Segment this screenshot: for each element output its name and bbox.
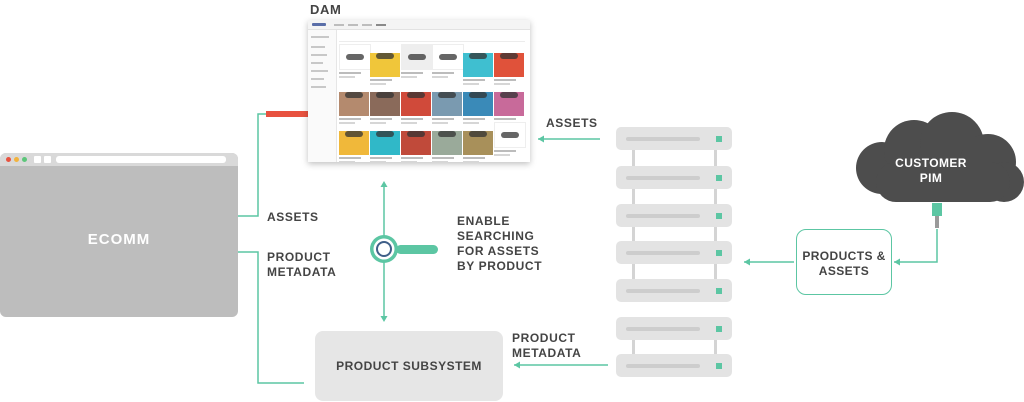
dam-title: DAM [310, 2, 342, 17]
asset-thumbnail [370, 122, 400, 163]
server-unit [616, 127, 732, 150]
assets-label-right: ASSETS [546, 116, 598, 130]
browser-toolbar [0, 153, 238, 166]
server-led-icon [716, 213, 722, 219]
maximize-dot-icon [22, 157, 27, 162]
product-subsystem-box: PRODUCT SUBSYSTEM [315, 331, 503, 401]
close-dot-icon [6, 157, 11, 162]
asset-thumbnail [432, 44, 464, 82]
asset-thumbnail [401, 122, 431, 163]
ecomm-browser-window: ECOMM [0, 153, 238, 317]
dam-link-bar [266, 111, 308, 117]
ecomm-to-dam-line [218, 113, 268, 217]
server-led-icon [716, 288, 722, 294]
pim-to-pa-line [894, 229, 938, 263]
server-led-icon [716, 136, 722, 142]
asset-thumbnail [339, 122, 369, 163]
asset-thumbnail [463, 44, 493, 85]
asset-thumbnail [494, 83, 524, 124]
product-metadata-label-right: PRODUCT METADATA [512, 331, 582, 360]
product-subsystem-label: PRODUCT SUBSYSTEM [336, 359, 482, 373]
server-led-icon [716, 326, 722, 332]
asset-thumbnail [432, 83, 462, 124]
asset-thumbnail [370, 83, 400, 124]
asset-thumbnail [494, 122, 526, 160]
asset-thumbnail [494, 44, 524, 85]
server-unit [616, 204, 732, 227]
asset-thumbnail [463, 122, 493, 163]
server-unit [616, 354, 732, 377]
ecomm-to-subsystem-line [218, 251, 304, 384]
dam-logo [312, 23, 326, 26]
dam-screenshot [308, 20, 530, 163]
server-led-icon [716, 250, 722, 256]
dam-topbar [308, 20, 530, 30]
asset-thumbnail [432, 122, 462, 163]
server-unit [616, 279, 732, 302]
ecomm-label: ECOMM [87, 231, 151, 248]
enable-searching-label: ENABLE SEARCHING FOR ASSETS BY PRODUCT [457, 214, 543, 273]
asset-thumbnail [339, 83, 369, 124]
dam-toolbar [339, 33, 525, 42]
minimize-dot-icon [14, 157, 19, 162]
server-led-icon [716, 175, 722, 181]
product-metadata-label-left: PRODUCT METADATA [267, 250, 337, 279]
asset-thumbnail [370, 44, 400, 85]
dam-asset-grid [339, 44, 529, 163]
asset-thumbnail [463, 83, 493, 124]
server-unit [616, 166, 732, 189]
server-led-icon [716, 363, 722, 369]
search-magnifier-icon [370, 235, 438, 263]
connector-plug-icon [932, 203, 942, 216]
server-unit [616, 241, 732, 264]
assets-label-left: ASSETS [267, 210, 319, 224]
forward-icon [44, 156, 51, 163]
back-icon [34, 156, 41, 163]
address-bar [56, 156, 226, 163]
cloud-icon [856, 112, 1024, 202]
dam-sidebar [308, 30, 337, 162]
asset-thumbnail [401, 83, 431, 124]
server-unit [616, 317, 732, 340]
products-assets-label: PRODUCTS & ASSETS [802, 249, 886, 278]
asset-thumbnail [339, 44, 371, 82]
products-assets-box: PRODUCTS & ASSETS [796, 229, 892, 295]
asset-thumbnail [401, 44, 433, 82]
customer-pim-label: CUSTOMER PIM [895, 156, 967, 185]
connector-stem [935, 216, 939, 228]
